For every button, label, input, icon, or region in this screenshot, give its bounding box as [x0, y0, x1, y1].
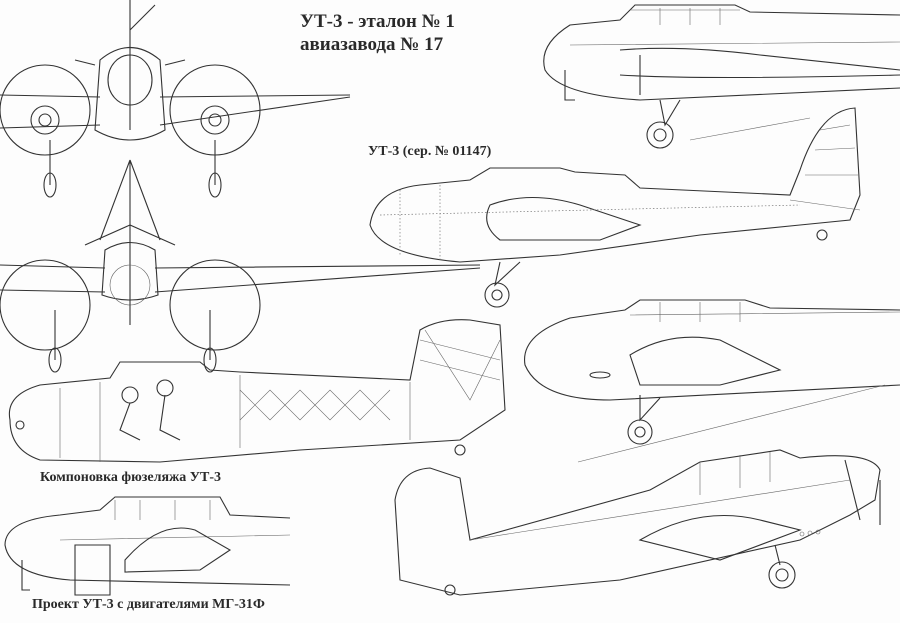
side-view-prototype [543, 4, 900, 149]
title-line-2: авиазавода № 17 [300, 34, 444, 55]
side-view-project-mg31f [4, 496, 291, 596]
fuselage-layout-label: Компоновка фюзеляжа УТ-3 [40, 470, 222, 485]
side-view-serial [369, 107, 861, 308]
front-view-standard [0, 0, 351, 198]
project-label: Проект УТ-3 с двигателями МГ-31Ф [32, 597, 265, 612]
fuselage-cutaway [8, 319, 506, 463]
side-view-variant [524, 299, 900, 463]
serial-label: УТ-3 (сер. № 01147) [368, 144, 492, 159]
sheet-title: УТ-3 - эталон № 1 авиазавода № 17 [300, 10, 455, 56]
side-view-climbing [394, 449, 881, 596]
title-line-1: УТ-3 - эталон № 1 [300, 11, 455, 32]
front-view-alternate [0, 159, 481, 373]
